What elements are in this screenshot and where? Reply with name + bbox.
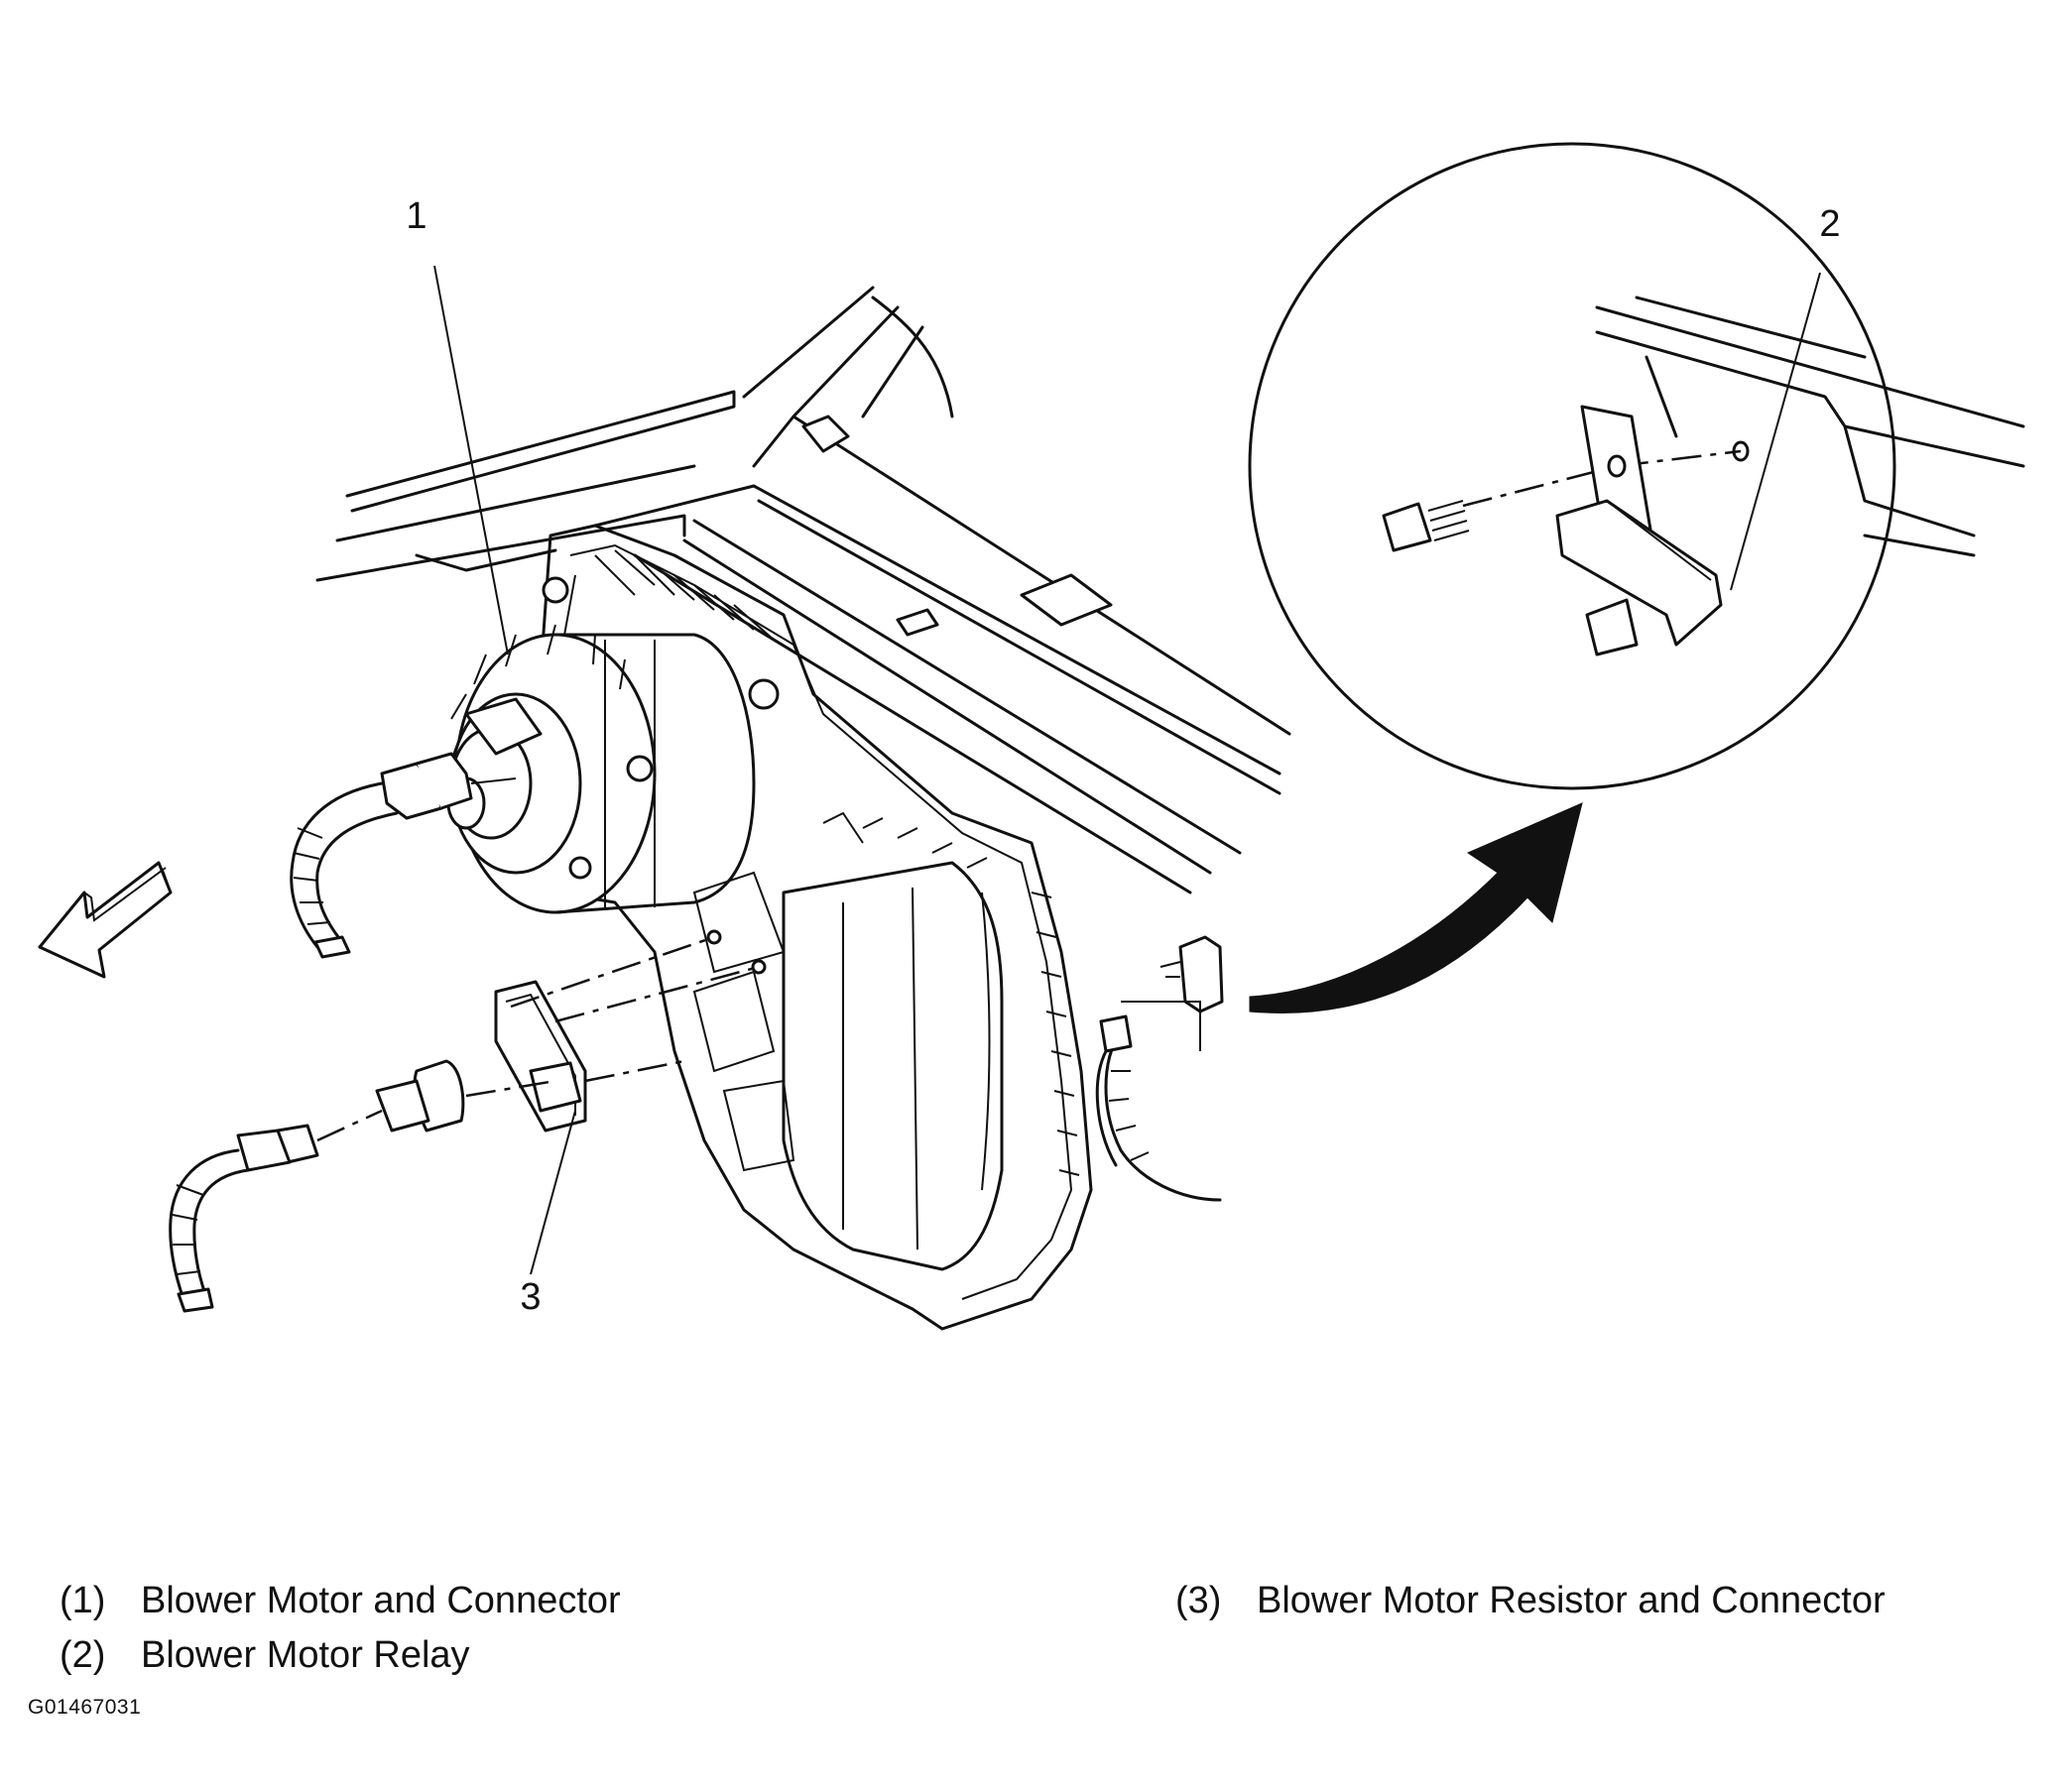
relay-harness [1095,935,1224,1202]
figure-id: G01467031 [28,1696,142,1719]
legend-text: Blower Motor Relay [141,1634,470,1676]
callout-1: 1 [406,195,427,237]
legend-item-2: (2) Blower Motor Relay [60,1636,470,1674]
detail-circle [1248,142,2025,790]
leader-lines [433,265,1821,1275]
detail-view-arrow [1249,802,1583,1014]
blower-motor-resistor [169,929,767,1313]
blower-motor-connector [290,752,517,959]
callout-3: 3 [520,1276,541,1318]
dash-panel-lines [315,286,954,582]
front-direction-arrow [38,861,173,979]
cowl-plenum [593,415,1291,894]
legend-item-1: (1) Blower Motor and Connector [60,1582,621,1619]
lower-case-cover [782,861,1004,1271]
blower-motor [445,576,780,914]
legend-text: Blower Motor Resistor and Connector [1257,1580,1886,1621]
legend-number: (2) [60,1634,106,1676]
legend-text: Blower Motor and Connector [141,1580,621,1621]
legend-number: (3) [1175,1580,1222,1621]
legend-number: (1) [60,1580,106,1621]
blower-housing [534,524,1093,1331]
legend-item-3: (3) Blower Motor Resistor and Connector [1175,1582,1886,1619]
callout-2: 2 [1819,203,1840,245]
